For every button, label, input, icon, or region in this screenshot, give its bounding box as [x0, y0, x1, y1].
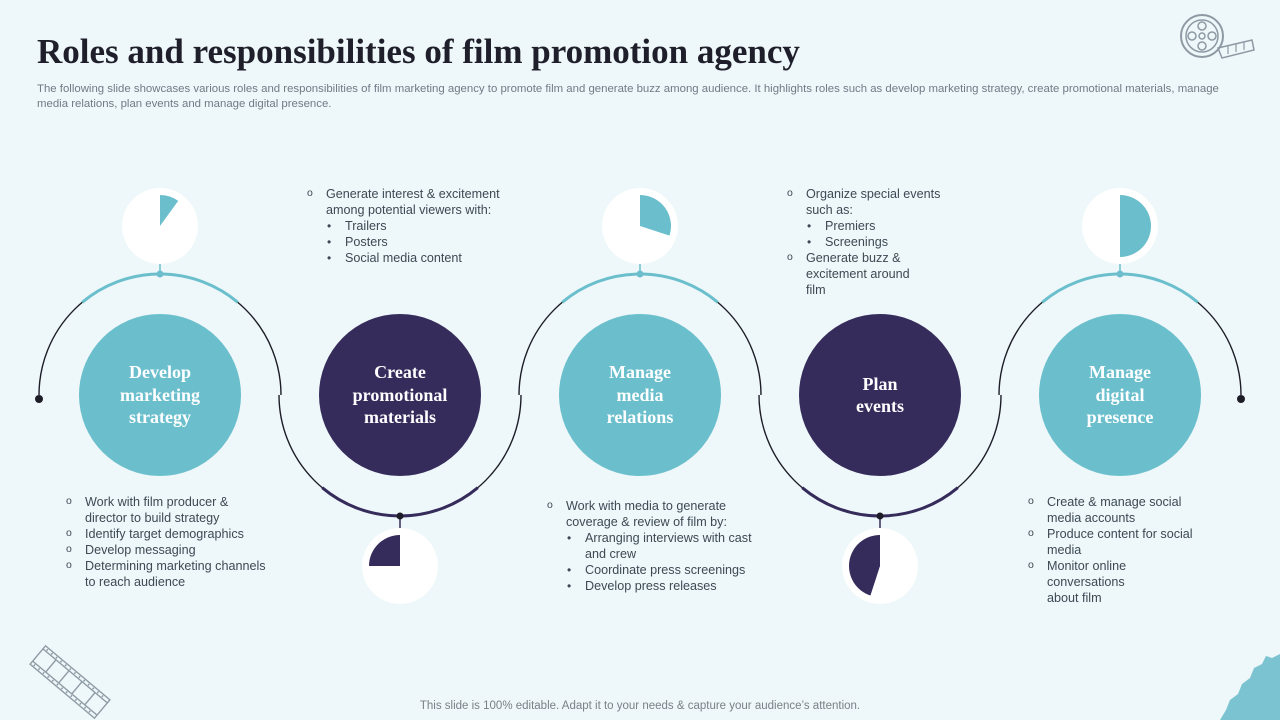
- sub-bullet: Premiers: [806, 218, 967, 234]
- role-label-line: digital: [1095, 384, 1145, 405]
- role-label-line: promotional: [352, 384, 448, 405]
- sub-bullet: Coordinate press screenings: [566, 562, 752, 578]
- role-1-bullets: Work with film producer & director to bu…: [66, 493, 266, 590]
- role-circle: [79, 314, 241, 476]
- role-4-bullets: Organize special events such as: Premier…: [787, 185, 967, 298]
- film-strip-icon: [29, 644, 111, 720]
- wave-end-dot: [1237, 395, 1245, 403]
- page-title: Roles and responsibilities of film promo…: [37, 32, 800, 71]
- bullet: Develop messaging: [66, 541, 266, 558]
- role-label-line: Develop: [129, 362, 191, 383]
- wave-highlight: [561, 272, 719, 304]
- pie-slice: [640, 195, 671, 236]
- footer-note: This slide is 100% editable. Adapt it to…: [419, 700, 861, 712]
- bullet: Generate interest & excitement among pot…: [307, 185, 507, 266]
- role-label-line: presence: [1086, 407, 1154, 428]
- apex-dot: [156, 270, 164, 278]
- role-label-line: Create: [374, 362, 426, 383]
- apex-dot: [1116, 270, 1124, 278]
- bullet: Generate buzz & excitement around film: [787, 249, 926, 298]
- bullet: Monitor online conversations about film: [1028, 557, 1157, 606]
- sub-bullet: Screenings: [806, 234, 967, 250]
- role-2-bullets: Generate interest & excitement among pot…: [307, 185, 507, 266]
- role-label-line: materials: [364, 407, 436, 428]
- role-5-bullets: Create & manage social media accounts Pr…: [1028, 493, 1218, 606]
- pie-badges: [122, 188, 1158, 604]
- apex-dot: [396, 512, 404, 520]
- film-reel-icon: [1180, 14, 1255, 59]
- role-circle: [319, 314, 481, 476]
- bullet: Identify target demographics: [66, 525, 266, 542]
- role-label-line: Manage: [1089, 362, 1151, 383]
- bullet: Work with film producer & director to bu…: [66, 493, 266, 526]
- page-subtitle: The following slide showcases various ro…: [37, 83, 1219, 110]
- wave-highlight: [801, 486, 959, 518]
- bullet: Create & manage social media accounts: [1028, 493, 1218, 526]
- wave-highlight: [81, 272, 239, 304]
- role-label-line: events: [856, 396, 904, 416]
- apex-dot: [636, 270, 644, 278]
- apex-dot: [876, 512, 884, 520]
- sub-bullet: Develop press releases: [566, 578, 752, 594]
- role-label-line: media: [616, 384, 664, 405]
- wave-highlight: [1041, 272, 1199, 304]
- role-3-bullets: Work with media to generate coverage & r…: [547, 497, 752, 594]
- pie-slice: [849, 535, 880, 596]
- bullet: Organize special events such as: Premier…: [787, 185, 967, 250]
- role-label-line: strategy: [129, 407, 191, 428]
- pie-slice: [369, 535, 400, 566]
- pie-slice: [160, 195, 179, 226]
- role-circle: [799, 314, 961, 476]
- wave-highlight: [321, 486, 479, 518]
- role-label-line: marketing: [120, 384, 200, 405]
- sub-bullet: Arranging interviews with cast and crew: [566, 530, 752, 562]
- role-label-line: Plan: [862, 373, 898, 394]
- sub-bullet: Trailers: [326, 218, 507, 234]
- bullet: Work with media to generate coverage & r…: [547, 497, 752, 594]
- role-circle: [1039, 314, 1201, 476]
- role-label-line: Manage: [608, 362, 671, 383]
- bullet: Produce content for social media: [1028, 525, 1218, 558]
- sub-bullet: Social media content: [326, 250, 507, 266]
- role-label-line: relations: [606, 407, 674, 428]
- pie-slice: [1120, 195, 1151, 257]
- role-circle: [559, 314, 721, 476]
- wave-start-dot: [35, 395, 43, 403]
- role-circles: [79, 314, 1201, 476]
- sub-bullet: Posters: [326, 234, 507, 250]
- corner-decoration: [1220, 654, 1280, 720]
- bullet: Determining marketing channels to reach …: [66, 557, 266, 590]
